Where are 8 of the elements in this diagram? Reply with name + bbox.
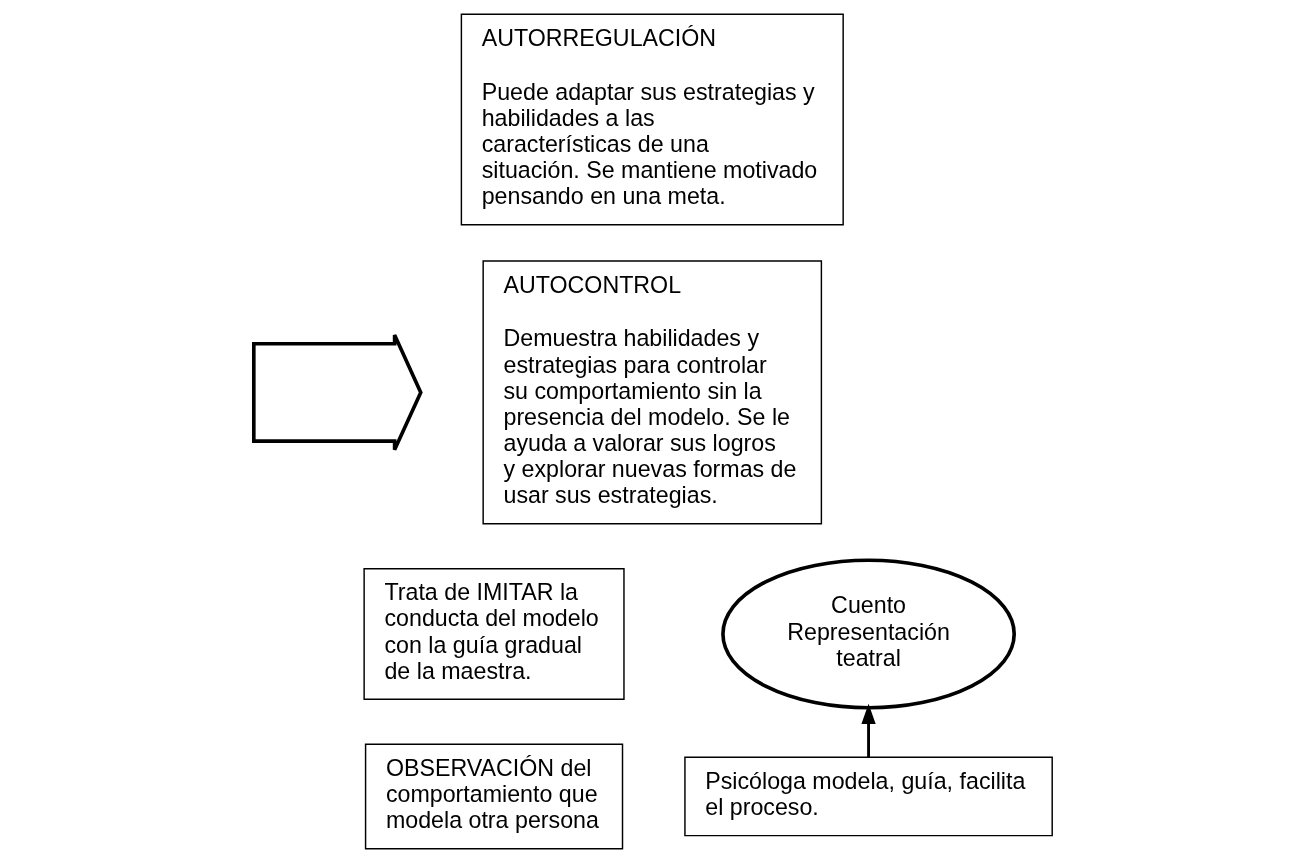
node-box: Psicóloga modela, guía, facilita el proceso.: [683, 756, 1053, 837]
node-arrow: [251, 333, 423, 452]
arrow: [860, 703, 876, 758]
node-box: AUTORREGULACIÓN Puede adaptar sus estrategias y habilidades a las características de una situación. Se mantiene motivado pensando en una meta.: [460, 13, 844, 226]
node-box: OBSERVACIÓN del comportamiento que modela otra persona: [364, 743, 623, 850]
node-box: AUTOCONTROL Demuestra habilidades y estrategias para controlar su comportamiento sin la presencia del modelo. Se le ayuda a valorar sus logros y explorar nuevas formas de usar sus estrategias.: [481, 260, 822, 525]
node-ellipse: Cuento Representación teatral: [720, 558, 1016, 710]
node-box: Trata de IMITAR la conducta del modelo con la guía gradual de la maestra.: [362, 567, 625, 701]
